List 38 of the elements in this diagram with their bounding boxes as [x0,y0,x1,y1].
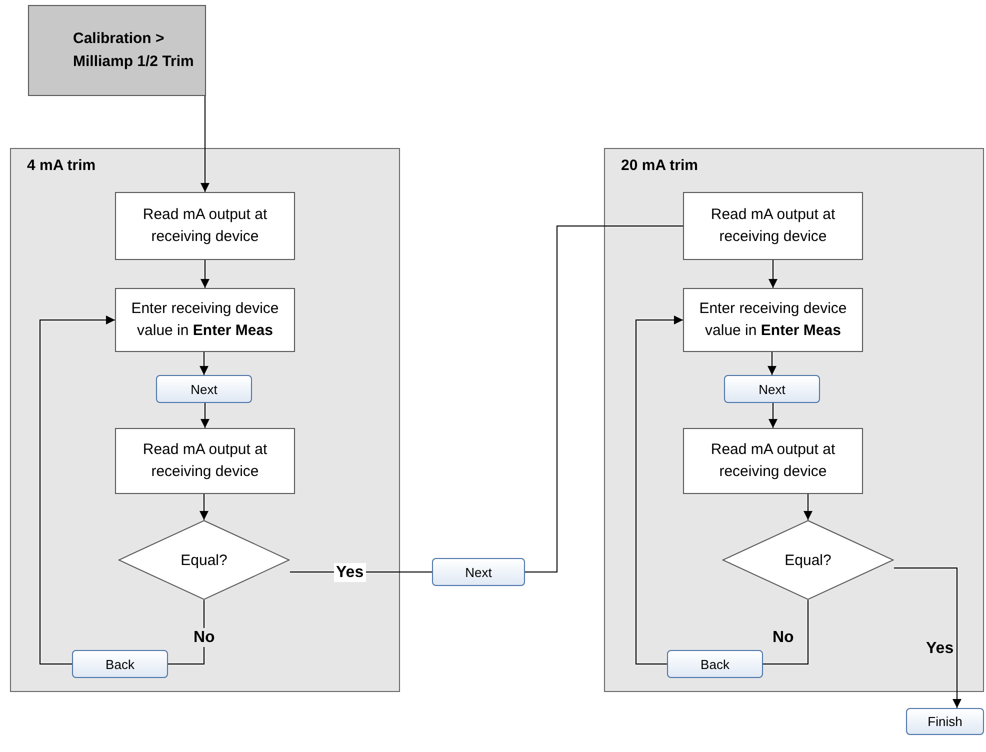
edge-label: Yes [925,638,955,658]
button: Next [156,375,252,403]
arrow [768,402,778,428]
arrow [40,316,116,664]
process-box: Read mA output at receiving device [115,192,295,260]
decision-text: Equal? [180,552,228,568]
button: Finish [906,708,984,735]
connector-line [762,600,808,664]
trim-panel [604,148,984,692]
arrow [768,352,776,376]
process-box: Read mA output at receiving device [683,428,863,494]
decision-diamond [118,520,290,600]
button: Next [724,375,820,403]
arrow [200,96,210,192]
button: Back [72,650,168,678]
arrow [894,568,962,708]
arrow [200,352,208,376]
menu-path-box: Calibration > Milliamp 1/2 Trim [28,5,206,96]
edge-label: No [192,628,217,647]
arrow [804,494,812,520]
edge-label: Yes [334,562,366,582]
button: Back [667,650,763,678]
process-box: Read mA output at receiving device [115,428,295,494]
trim-panel [10,148,400,692]
panel-heading: 4 mA trim [27,157,96,174]
panel-heading: 20 mA trim [621,157,698,174]
process-box: Enter receiving device value in Enter Meas [683,288,863,352]
decision-text: Equal? [784,552,832,568]
process-box: Enter receiving device value in Enter Meas [115,288,295,352]
button: Next [432,558,525,586]
arrow [200,260,210,288]
arrow [768,260,778,288]
arrow [200,494,208,520]
decision-diamond [722,520,894,600]
process-box: Read mA output at receiving device [683,192,863,260]
arrow [200,402,210,428]
connector-line [524,226,684,572]
arrow [636,316,684,664]
